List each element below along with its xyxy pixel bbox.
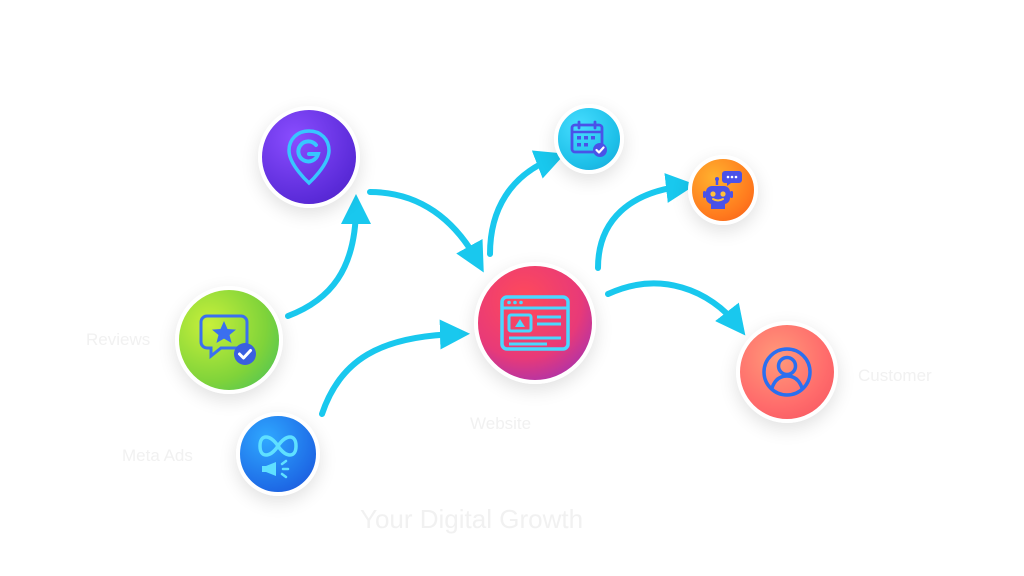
arrow-meta-to-website (319, 319, 470, 417)
meta-megaphone-icon (258, 435, 298, 479)
google-node (258, 106, 360, 208)
google-pin-icon (287, 129, 331, 186)
arrow-reviews-to-google (285, 194, 371, 319)
bot-node (688, 155, 758, 225)
star-review-check-icon (199, 314, 256, 365)
reviews-node (175, 286, 283, 394)
meta-node (236, 412, 320, 496)
meta-label: Meta Ads (122, 446, 193, 465)
arrow-website-to-customer (605, 280, 746, 336)
website-label: Website (470, 414, 532, 433)
arrow-website-to-calendar (487, 150, 566, 257)
calendar-check-icon (570, 120, 607, 157)
reviews-label: Reviews (86, 330, 151, 349)
arrow-google-to-website (367, 189, 484, 273)
user-icon (762, 347, 812, 397)
customer-node (736, 321, 838, 423)
website-node (474, 262, 596, 384)
arrow-website-to-bot (595, 173, 696, 271)
calendar-node (554, 104, 624, 174)
bottom-label: Your Digital Growth (360, 504, 584, 534)
chatbot-icon (703, 171, 742, 209)
customer-label: Customer (858, 366, 932, 385)
browser-window-icon (500, 295, 570, 351)
